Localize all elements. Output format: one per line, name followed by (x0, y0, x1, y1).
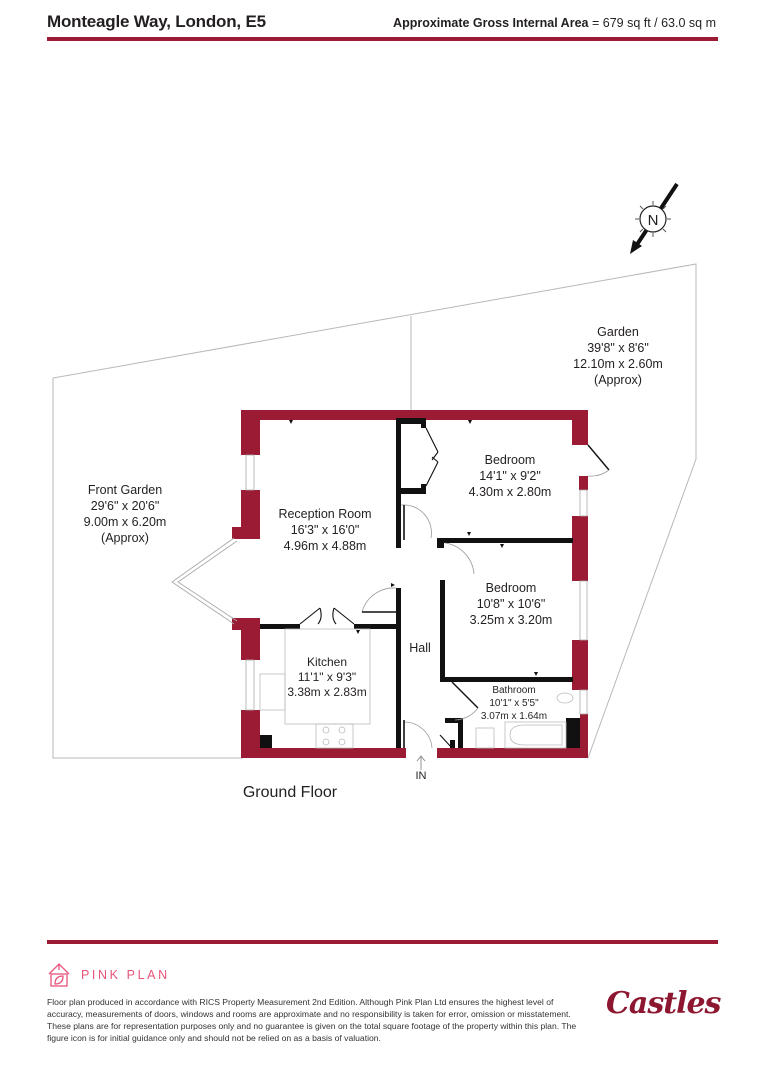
svg-text:4.30m x 2.80m: 4.30m x 2.80m (469, 485, 552, 499)
area-label: Approximate Gross Internal Area (393, 16, 589, 30)
label-bedroom-1: Bedroom 14'1" x 9'2" 4.30m x 2.80m (469, 453, 552, 499)
svg-text:Garden: Garden (597, 325, 639, 339)
compass-north-label: N (648, 212, 659, 229)
footer-divider (47, 940, 718, 944)
compass-icon: N (630, 182, 679, 254)
label-front-garden: Front Garden 29'6" x 20'6" 9.00m x 6.20m… (84, 483, 167, 545)
svg-text:39'8" x 8'6": 39'8" x 8'6" (587, 341, 649, 355)
floor-label: Ground Floor (243, 784, 338, 801)
svg-text:Reception Room: Reception Room (278, 507, 371, 521)
fixtures (259, 628, 574, 749)
disclaimer-text: Floor plan produced in accordance with R… (47, 997, 577, 1043)
svg-text:3.07m x 1.64m: 3.07m x 1.64m (481, 711, 547, 722)
svg-text:(Approx): (Approx) (594, 373, 642, 387)
svg-text:12.10m x 2.60m: 12.10m x 2.60m (573, 357, 663, 371)
pink-plan-logo: PINK PLAN (47, 962, 170, 988)
entrance-arrow-icon (416, 755, 426, 770)
svg-text:Bathroom: Bathroom (492, 685, 535, 696)
svg-text:11'1" x 9'3": 11'1" x 9'3" (298, 670, 356, 684)
label-garden: Garden 39'8" x 8'6" 12.10m x 2.60m (Appr… (573, 325, 663, 387)
svg-text:3.38m x 2.83m: 3.38m x 2.83m (287, 685, 366, 699)
windows (245, 454, 588, 715)
svg-text:10'1" x 5'5": 10'1" x 5'5" (489, 698, 539, 709)
exterior-walls (232, 410, 588, 758)
pink-plan-brand: PINK PLAN (81, 968, 170, 982)
castles-logo: Castles (606, 986, 721, 1021)
label-reception-room: Reception Room 16'3" x 16'0" 4.96m x 4.8… (278, 507, 371, 553)
svg-text:16'3" x 16'0": 16'3" x 16'0" (291, 523, 360, 537)
interior-walls (260, 418, 580, 748)
svg-text:Bedroom: Bedroom (485, 453, 536, 467)
svg-text:29'6" x 20'6": 29'6" x 20'6" (91, 499, 160, 513)
svg-text:(Approx): (Approx) (101, 531, 149, 545)
pink-plan-house-icon (48, 963, 70, 987)
measurement-markers (279, 420, 538, 676)
label-hall: Hall (409, 641, 431, 655)
svg-text:3.25m x 3.20m: 3.25m x 3.20m (470, 613, 553, 627)
svg-text:Front Garden: Front Garden (88, 483, 162, 497)
svg-text:Kitchen: Kitchen (307, 655, 347, 669)
gross-internal-area: Approximate Gross Internal Area = 679 sq… (393, 16, 716, 30)
entrance-label: IN (416, 770, 427, 782)
svg-text:4.96m x 4.88m: 4.96m x 4.88m (284, 539, 367, 553)
svg-text:10'8" x 10'6": 10'8" x 10'6" (477, 597, 546, 611)
doors (299, 427, 610, 749)
label-bedroom-2: Bedroom 10'8" x 10'6" 3.25m x 3.20m (470, 581, 553, 627)
bay-window (171, 537, 238, 625)
property-title: Monteagle Way, London, E5 (47, 12, 266, 31)
floor-plan: N (52, 182, 697, 801)
header-divider (47, 37, 718, 41)
garden-boundary (52, 263, 697, 759)
header: Monteagle Way, London, E5 Approximate Gr… (47, 0, 718, 42)
svg-text:9.00m x 6.20m: 9.00m x 6.20m (84, 515, 167, 529)
svg-text:Bedroom: Bedroom (486, 581, 537, 595)
svg-text:14'1" x 9'2": 14'1" x 9'2" (479, 469, 541, 483)
area-value: = 679 sq ft / 63.0 sq m (591, 16, 716, 30)
label-bathroom: Bathroom 10'1" x 5'5" 3.07m x 1.64m (481, 685, 547, 722)
label-kitchen: Kitchen 11'1" x 9'3" 3.38m x 2.83m (287, 655, 366, 699)
